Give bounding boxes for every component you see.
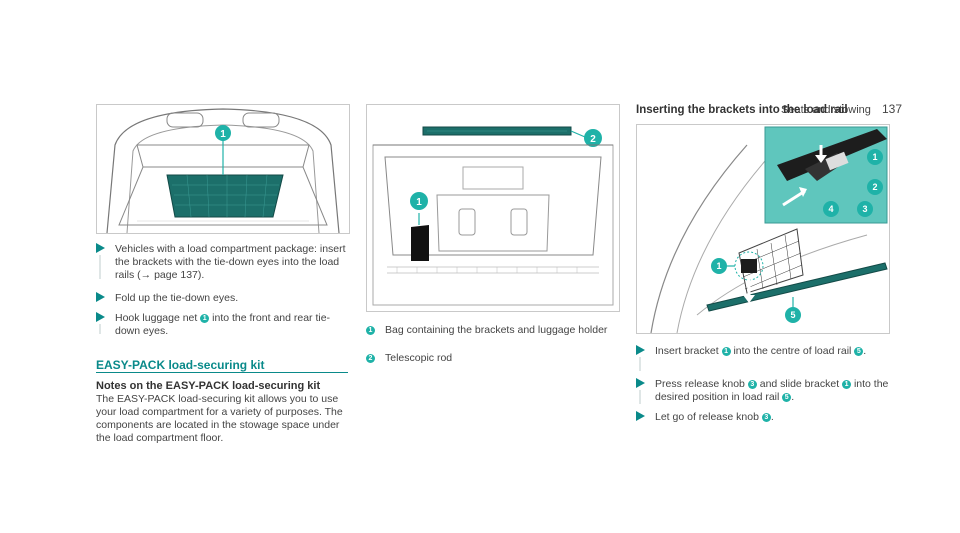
- step-1: Vehicles with a load compartment package…: [96, 243, 351, 282]
- step-let-go: Let go of release knob 3.: [636, 411, 894, 424]
- callout-badge: 3: [761, 413, 771, 422]
- svg-text:1: 1: [716, 261, 721, 271]
- page-header: Seats and stowing 137: [781, 102, 902, 116]
- bag: [411, 225, 429, 261]
- header-section: Seats and stowing: [781, 104, 871, 116]
- step-arrow-icon: [96, 292, 105, 302]
- step-3: Hook luggage net 1 into the front and re…: [96, 312, 351, 338]
- step-text: Hook luggage net 1 into the front and re…: [115, 312, 331, 337]
- legend-item-1: 1 Bag containing the brackets and luggag…: [366, 324, 618, 337]
- callout-badge: 3: [747, 380, 757, 389]
- step-arrow-icon: [96, 312, 105, 322]
- callout-badge: 1: [366, 326, 375, 335]
- callout-1: [410, 192, 428, 210]
- legend-item-2: 2 Telescopic rod: [366, 352, 618, 365]
- svg-text:5: 5: [790, 310, 795, 320]
- page-number: 137: [881, 102, 902, 116]
- callout-2: [584, 129, 602, 147]
- svg-text:1: 1: [872, 152, 877, 162]
- notes-title: Notes on the EASY-PACK load-securing kit: [96, 380, 321, 392]
- callout-1: [215, 125, 231, 141]
- callout-badge: 1: [200, 314, 210, 323]
- step-text: Insert bracket 1 into the centre of load…: [655, 345, 867, 357]
- svg-text:2: 2: [872, 182, 877, 192]
- figure-luggage-net: 1: [96, 104, 350, 234]
- step-text: Let go of release knob 3.: [655, 411, 774, 423]
- section-title: EASY-PACK load-securing kit: [96, 358, 265, 372]
- notes-body: The EASY-PACK load-securing kit allows y…: [96, 393, 343, 444]
- step-2: Fold up the tie-down eyes.: [96, 292, 351, 305]
- callout-badge: 5: [854, 347, 864, 356]
- step-insert-bracket: Insert bracket 1 into the centre of load…: [636, 345, 894, 371]
- step-arrow-icon: [96, 243, 105, 253]
- callout-badge: 1: [721, 347, 731, 356]
- luggage-net: [166, 174, 284, 218]
- step-arrow-icon: [636, 411, 645, 421]
- svg-text:3: 3: [862, 204, 867, 214]
- step-arrow-icon: [636, 378, 645, 388]
- svg-text:2: 2: [590, 134, 596, 145]
- figure-load-rail: 1 2 3 4 1 5: [636, 124, 890, 334]
- callout-badge: 1: [842, 380, 852, 389]
- svg-text:4: 4: [828, 204, 833, 214]
- step-arrow-icon: [636, 345, 645, 355]
- callout-badge: 2: [366, 354, 375, 363]
- step-text: Fold up the tie-down eyes.: [115, 292, 239, 304]
- callout-badge: 5: [782, 393, 792, 402]
- svg-text:1: 1: [416, 197, 422, 208]
- figure-easy-pack: 2 1: [366, 104, 620, 312]
- col3-title: Inserting the brackets into the load rai…: [636, 104, 848, 116]
- step-press-release: Press release knob 3 and slide bracket 1…: [636, 378, 894, 404]
- svg-text:1: 1: [220, 129, 226, 140]
- step-text: Press release knob 3 and slide bracket 1…: [655, 378, 889, 403]
- section-rule: [96, 372, 348, 373]
- step-text: Vehicles with a load compartment package…: [115, 243, 346, 281]
